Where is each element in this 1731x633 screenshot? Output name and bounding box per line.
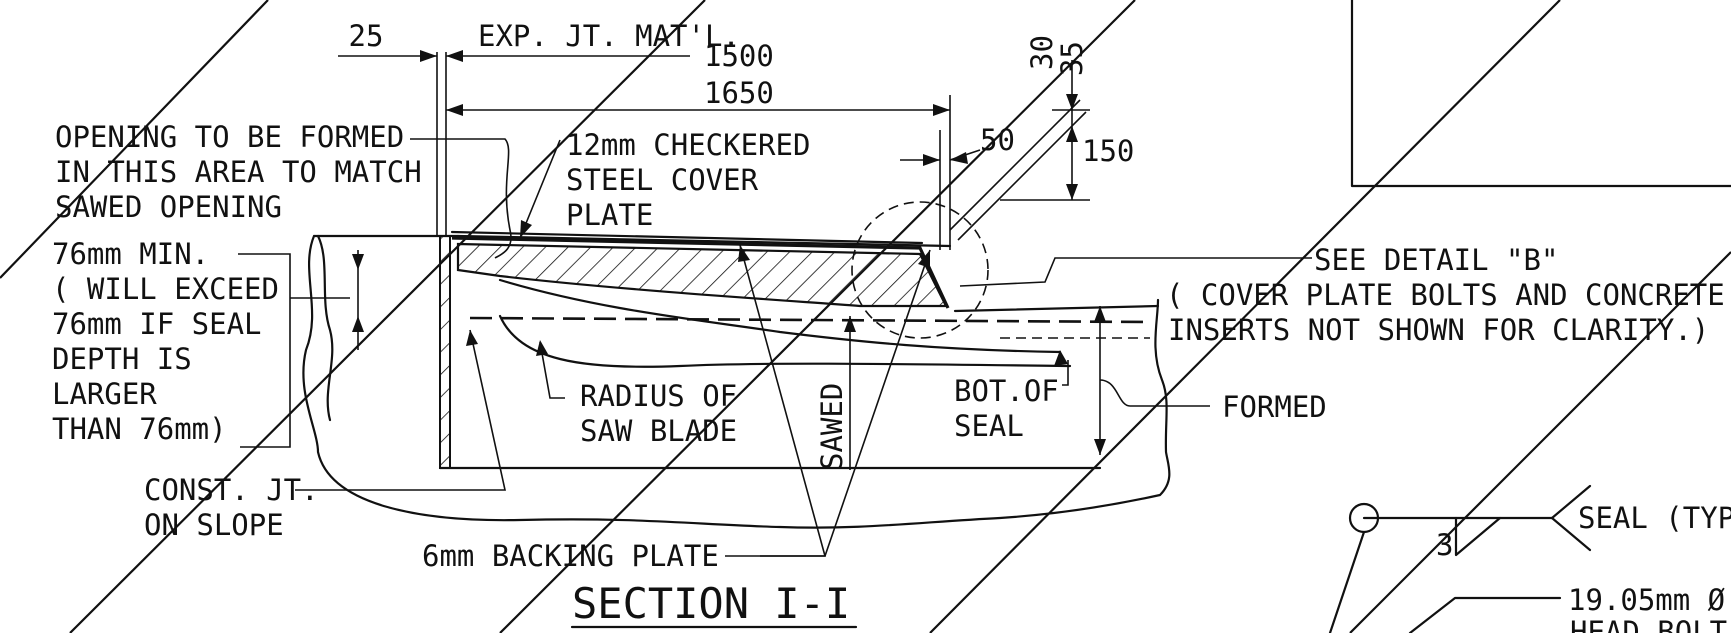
- break-left: [316, 234, 334, 422]
- dim-1500: 1500: [704, 39, 774, 73]
- label-bolt-2: HEAD BOLT: [1570, 615, 1727, 633]
- label-sawed: SAWED: [815, 383, 849, 470]
- label-min-3: 76mm IF SEAL: [52, 307, 262, 341]
- cover-plate-hatch: [456, 242, 948, 308]
- backing-plate-curve: [498, 278, 1062, 354]
- label-cover-1: 12mm CHECKERED: [566, 128, 810, 162]
- label-bot-2: SEAL: [954, 409, 1024, 443]
- weld-symbol: [1328, 484, 1592, 633]
- section-title: SECTION I-I: [572, 579, 850, 628]
- leader-lines: [238, 138, 1312, 557]
- label-weld-size: 3: [1436, 528, 1453, 562]
- label-min-2: ( WILL EXCEED: [52, 272, 279, 306]
- dimension-lines: [338, 50, 1106, 470]
- label-note-2: INSERTS NOT SHOWN FOR CLARITY.): [1168, 313, 1709, 347]
- label-opening-3: SAWED OPENING: [55, 190, 282, 224]
- label-bolt-1: 19.05mm Ø: [1568, 583, 1725, 617]
- dim-50: 50: [980, 123, 1015, 157]
- cover-plate: [451, 236, 950, 309]
- cover-plate-top: [450, 230, 924, 245]
- label-note-1: ( COVER PLATE BOLTS AND CONCRETE: [1166, 278, 1725, 312]
- label-backing: 6mm BACKING PLATE: [422, 539, 719, 573]
- label-seal: SEAL (TYP.: [1578, 501, 1731, 535]
- dim-30: 30: [1025, 35, 1059, 70]
- detail-b-circle: [851, 201, 989, 339]
- label-radius-2: SAW BLADE: [580, 414, 737, 448]
- label-min-1: 76mm MIN.: [52, 237, 209, 271]
- label-formed: FORMED: [1222, 390, 1327, 424]
- label-const-1: CONST. JT.: [144, 473, 319, 507]
- label-opening-1: OPENING TO BE FORMED: [55, 120, 404, 154]
- label-radius-1: RADIUS OF: [580, 379, 737, 413]
- label-cover-3: PLATE: [566, 198, 653, 232]
- label-const-2: ON SLOPE: [144, 508, 284, 542]
- label-cover-2: STEEL COVER: [566, 163, 759, 197]
- dim-35: 35: [1055, 41, 1089, 76]
- label-min-6: THAN 76mm): [52, 412, 227, 446]
- slab-top-left: [456, 234, 952, 248]
- label-exp-jt: EXP. JT. MAT'L.: [478, 19, 740, 53]
- slab-top-right: [953, 304, 1160, 313]
- concrete-outline: [302, 234, 1171, 529]
- label-opening-2: IN THIS AREA TO MATCH: [55, 155, 422, 189]
- detail-box: [1350, 0, 1731, 188]
- seal-bottom-dashed: [469, 316, 1151, 324]
- saw-radius-arc: [498, 314, 1072, 368]
- dim-1650: 1650: [704, 76, 774, 110]
- label-see-detail: SEE DETAIL "B": [1314, 243, 1558, 277]
- dim-25: 25: [349, 19, 384, 53]
- dim-150: 150: [1082, 134, 1134, 168]
- exp-joint-material: [439, 235, 451, 469]
- label-min-4: DEPTH IS: [52, 342, 192, 376]
- label-min-5: LARGER: [52, 377, 157, 411]
- label-bot-1: BOT.OF: [954, 374, 1059, 408]
